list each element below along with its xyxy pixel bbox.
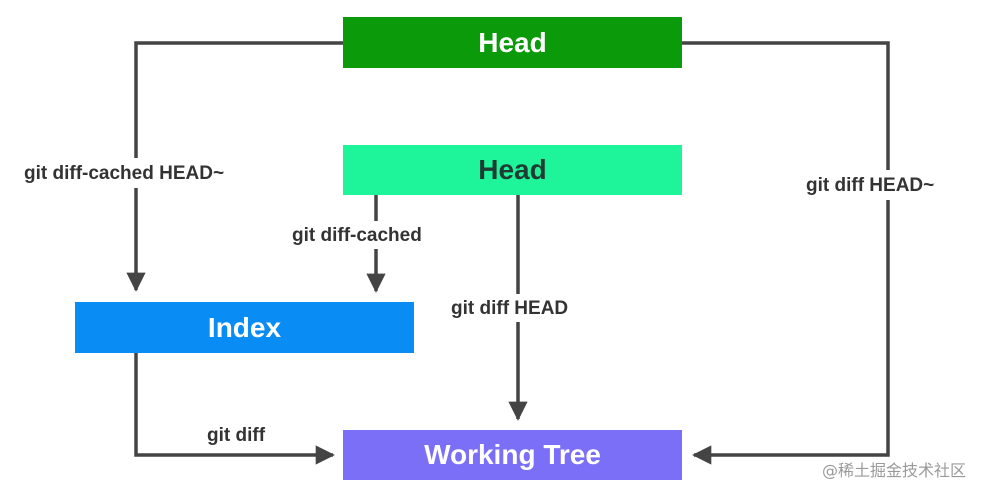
edge-label-head-tilde: git diff HEAD~ (806, 175, 935, 196)
arrow-head-top-to-index (126, 41, 343, 292)
arrow-index-to-working-tree (134, 353, 335, 465)
edge-label-diff: git diff (207, 425, 266, 446)
head-node-top: Head (343, 17, 682, 68)
head-node-middle: Head (343, 145, 682, 195)
edge-label-cached-head-tilde: git diff-cached HEAD~ (24, 163, 225, 184)
arrow-head-top-to-working-tree (682, 41, 890, 465)
edge-label-cached: git diff-cached (292, 225, 422, 246)
index-node: Index (75, 302, 414, 353)
watermark: @稀土掘金技术社区 (822, 461, 967, 480)
working-tree-node: Working Tree (343, 430, 682, 480)
edge-label-head: git diff HEAD (451, 298, 569, 319)
